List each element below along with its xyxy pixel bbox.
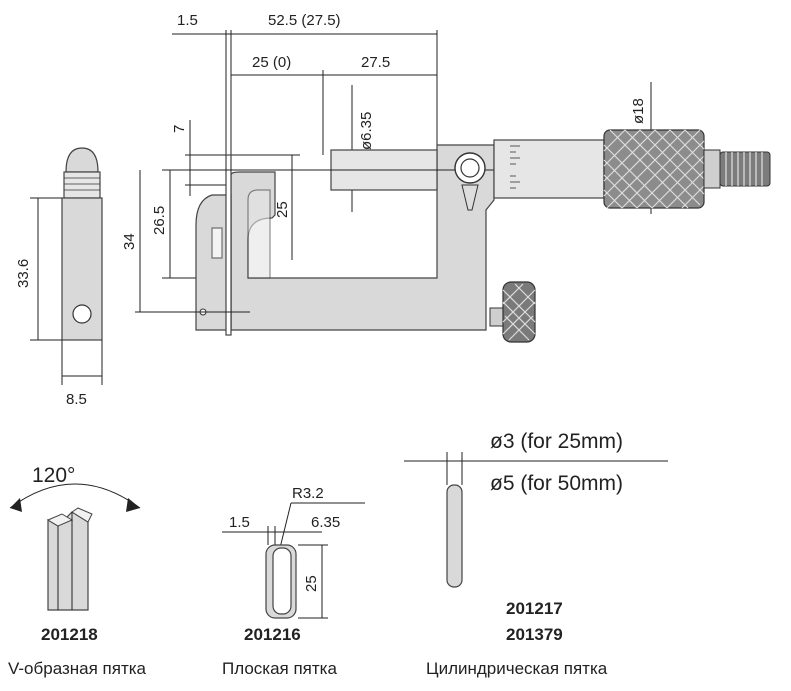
cylindrical-anvil: ø3 (for 25mm) ø5 (for 50mm) 201217 20137… bbox=[404, 430, 668, 678]
dim-7: 7 bbox=[171, 125, 188, 133]
dim-6-35-small: 6.35 bbox=[311, 514, 340, 531]
sleeve-thimble bbox=[454, 129, 771, 211]
dim-1-5-top: 1.5 bbox=[177, 12, 198, 29]
dim-33-6: 33.6 bbox=[15, 259, 32, 288]
dim-52-5: 52.5 (27.5) bbox=[268, 12, 341, 29]
dim-34: 34 bbox=[121, 233, 138, 250]
anvil-clamp-screw bbox=[489, 281, 536, 343]
caption-v-anvil: V-образная пятка bbox=[8, 659, 147, 678]
code-201217: 201217 bbox=[506, 599, 563, 618]
micrometer-frame bbox=[186, 144, 495, 336]
dim-27-5: 27.5 bbox=[361, 54, 390, 71]
code-201379: 201379 bbox=[506, 625, 563, 644]
dim-o5-for-50mm: ø5 (for 50mm) bbox=[490, 472, 623, 495]
dim-120-degrees: 120° bbox=[32, 464, 75, 487]
code-201218: 201218 bbox=[41, 625, 98, 644]
left-vertical-dims: 7 25 26.5 34 bbox=[121, 120, 300, 313]
dim-o3-for-25mm: ø3 (for 25mm) bbox=[490, 430, 623, 453]
dim-6-35: ø6.35 bbox=[358, 112, 375, 150]
flat-anvil: R3.2 1.5 6.35 25 201216 Плоская пятка bbox=[222, 485, 365, 678]
code-201216: 201216 bbox=[244, 625, 301, 644]
dim-25-small: 25 bbox=[303, 575, 320, 592]
dim-25-vertical: 25 bbox=[274, 201, 291, 218]
spindle-diameter-dim: ø6.35 bbox=[351, 85, 375, 212]
dim-1-5-small: 1.5 bbox=[229, 514, 250, 531]
dim-18: ø18 bbox=[630, 98, 647, 124]
dim-26-5: 26.5 bbox=[151, 206, 168, 235]
caption-flat-anvil: Плоская пятка bbox=[222, 659, 337, 678]
dim-25-0: 25 (0) bbox=[252, 54, 291, 71]
dim-r3-2: R3.2 bbox=[292, 485, 324, 502]
anvil-side-view: 33.6 8.5 bbox=[15, 147, 103, 408]
thimble-diameter-dim: ø18 bbox=[630, 82, 652, 214]
top-dimensions: 1.5 52.5 (27.5) 25 (0) 27.5 bbox=[172, 12, 438, 170]
dim-8-5: 8.5 bbox=[66, 391, 87, 408]
caption-cylindrical-anvil: Цилиндрическая пятка bbox=[426, 659, 608, 678]
v-anvil: 120° 201218 V-образная пятка bbox=[8, 464, 147, 678]
